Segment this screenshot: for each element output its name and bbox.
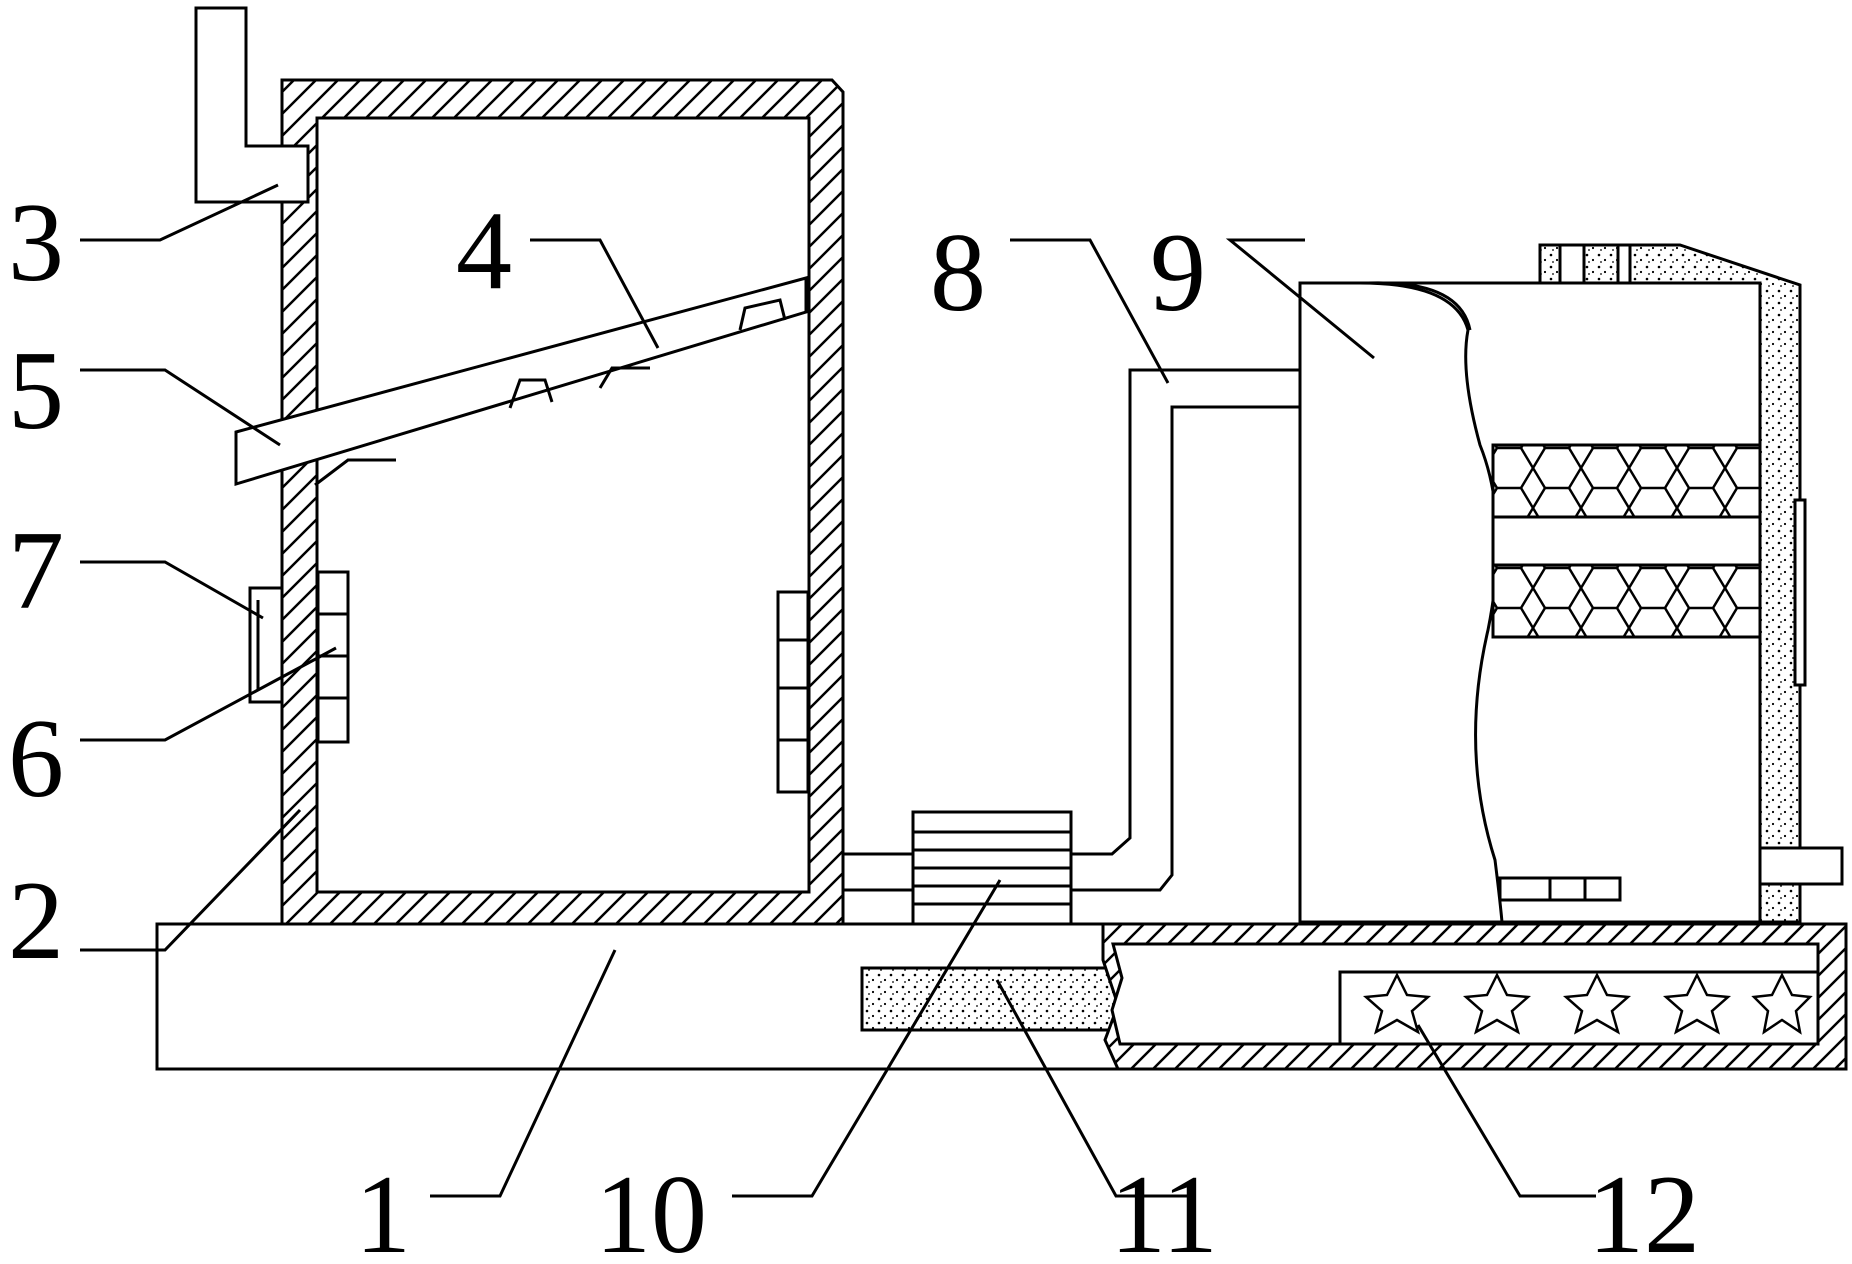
leader-lines — [80, 183, 1596, 1198]
label-2: 2 — [8, 859, 64, 983]
pump — [911, 810, 1073, 926]
leader-8 — [1010, 238, 1170, 384]
label-5: 5 — [8, 329, 64, 453]
label-3: 3 — [8, 181, 64, 305]
label-7: 7 — [8, 509, 64, 633]
inlet-pipe — [194, 6, 310, 204]
leader-9 — [1225, 238, 1375, 360]
side-pads — [316, 570, 810, 794]
leader-12 — [1416, 1024, 1596, 1198]
label-4: 4 — [456, 189, 512, 313]
leader-5 — [80, 368, 281, 447]
drawer-channel — [1101, 922, 1848, 1071]
leader-1 — [430, 949, 617, 1198]
sediment-block — [860, 966, 1130, 1032]
leader-2 — [80, 808, 302, 952]
leader-7 — [80, 560, 264, 620]
leader-11 — [995, 979, 1192, 1198]
leader-6 — [80, 646, 337, 742]
label-11: 11 — [1110, 1153, 1218, 1264]
label-9: 9 — [1150, 211, 1206, 335]
inclined-screen — [234, 276, 808, 487]
labels: 1 2 3 4 5 6 7 8 9 10 11 12 — [8, 181, 1700, 1264]
label-8: 8 — [930, 211, 986, 335]
label-12: 12 — [1588, 1153, 1700, 1264]
label-1: 1 — [355, 1153, 411, 1264]
label-10: 10 — [595, 1153, 707, 1264]
leader-4 — [530, 238, 660, 349]
label-6: 6 — [8, 697, 64, 821]
leader-3 — [80, 183, 279, 242]
valve — [248, 586, 284, 704]
leader-10 — [732, 879, 1002, 1198]
filter-housing — [1298, 243, 1844, 924]
tank — [280, 78, 845, 926]
